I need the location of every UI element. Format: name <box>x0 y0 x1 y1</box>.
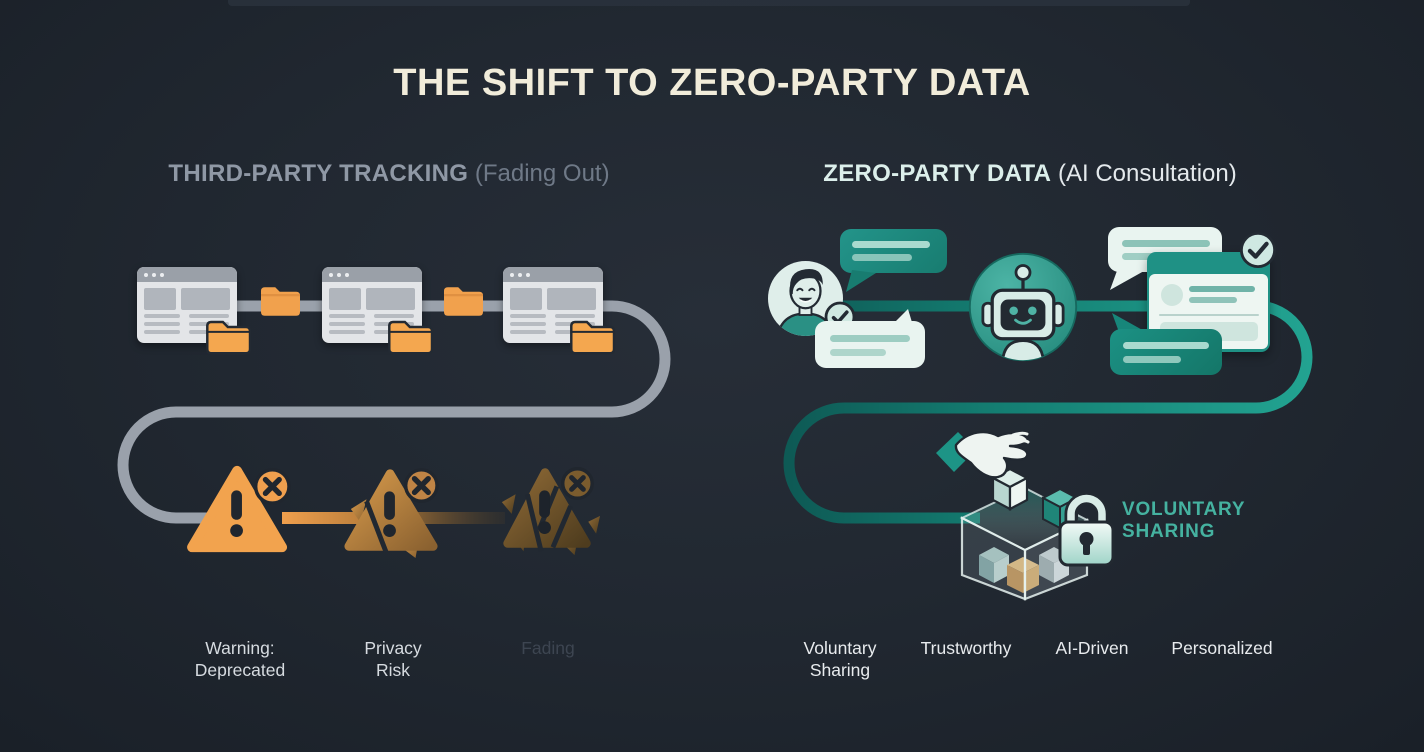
top-edge-strip <box>228 0 1190 6</box>
chat-bubble-teal-icon <box>1110 329 1222 375</box>
browser-titlebar <box>322 267 422 282</box>
x-badge-icon <box>403 468 439 503</box>
right-heading-text: ZERO-PARTY DATA <box>823 160 1052 187</box>
personalized-label: Personalized <box>1171 638 1273 658</box>
folder-icon <box>388 320 434 355</box>
left-section-heading: THIRD-PARTY TRACKING (Fading Out) <box>168 160 609 188</box>
folder-icon <box>261 287 300 316</box>
voluntary-sharing-label: Voluntary Sharing <box>803 638 877 680</box>
privacy-risk-label: Privacy Risk <box>364 638 422 680</box>
chat-bubble-reply-icon <box>815 321 925 368</box>
folder-icon <box>570 320 616 355</box>
fading-label: Fading <box>521 638 575 658</box>
left-heading-text: THIRD-PARTY TRACKING <box>168 160 469 187</box>
warning-triangle-icon <box>501 467 601 556</box>
browser-titlebar <box>137 267 237 282</box>
page-title: THE SHIFT TO ZERO-PARTY DATA <box>393 62 1031 104</box>
warning-triangle-icon <box>344 468 439 559</box>
chat-bubble-teal-icon <box>840 229 947 273</box>
trustworthy-label: Trustworthy <box>920 638 1012 658</box>
x-badge-icon <box>561 467 594 500</box>
zero-party-flow-path <box>783 300 1313 524</box>
approved-check-icon <box>1239 231 1277 269</box>
right-heading-note: (AI Consultation) <box>1057 160 1237 187</box>
x-badge-icon <box>253 468 291 505</box>
data-box-group <box>936 430 1115 601</box>
robot-icon <box>968 252 1078 362</box>
chat-bubble-tail <box>846 270 876 292</box>
chat-bubble-tail <box>1110 268 1144 290</box>
third-party-flow-path <box>117 300 671 524</box>
folder-icon <box>444 287 483 316</box>
warning-deprecated-label: Warning: Deprecated <box>194 638 286 680</box>
padlock-icon <box>1058 492 1115 567</box>
browser-titlebar <box>503 267 603 282</box>
warning-triangle-icon <box>187 465 291 553</box>
folder-icon <box>206 320 252 355</box>
left-heading-note: (Fading Out) <box>474 160 610 187</box>
voluntary-sharing-callout: VOLUNTARY SHARING <box>1122 499 1245 542</box>
right-section-heading: ZERO-PARTY DATA (AI Consultation) <box>823 160 1236 188</box>
ai-driven-label: AI-Driven <box>1055 638 1129 658</box>
hand-deposit-icon <box>936 430 1030 479</box>
card-avatar-dot <box>1161 284 1183 306</box>
